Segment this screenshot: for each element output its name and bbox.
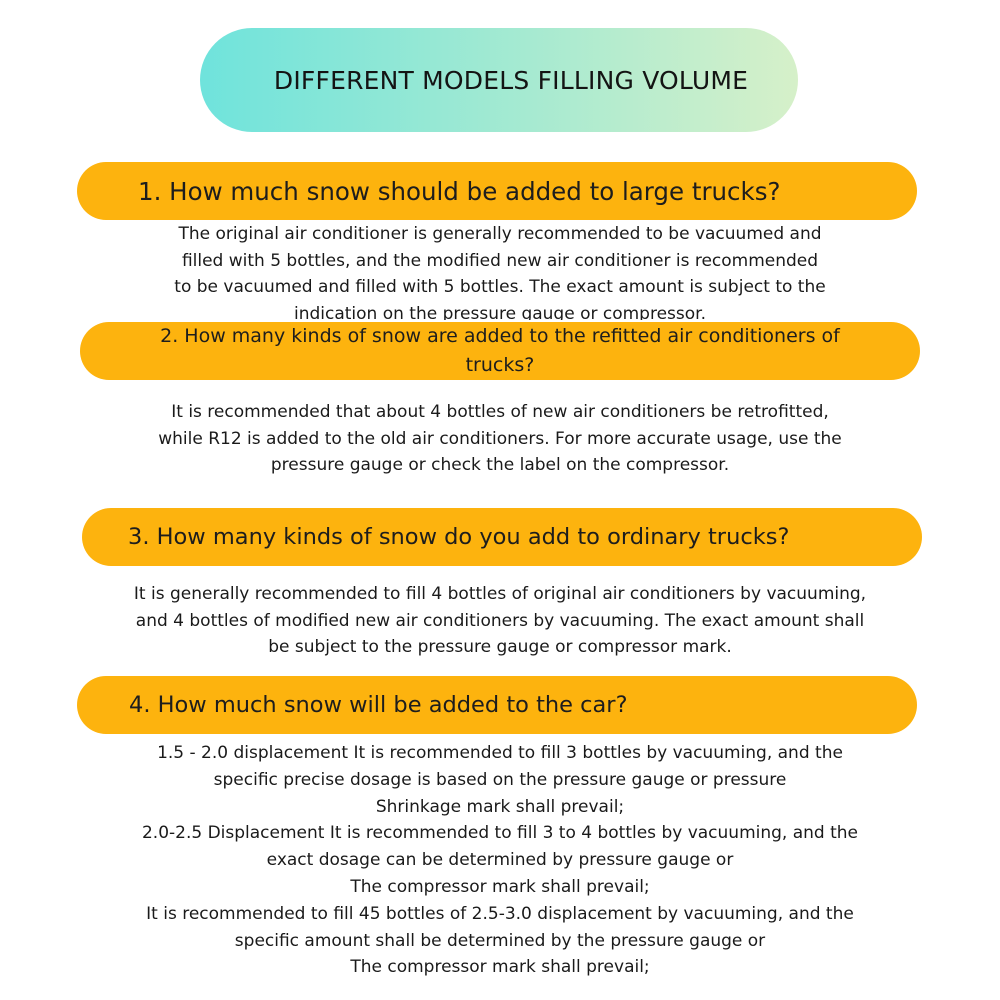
question-2-line-2: trucks?: [465, 354, 535, 376]
answer-4-line-5: exact dosage can be determined by pressu…: [266, 850, 734, 871]
answer-4-line-4: 2.0-2.5 Displacement It is recommended t…: [141, 823, 859, 844]
question-bar-3: 3. How many kinds of snow do you add to …: [82, 508, 922, 566]
question-2-line-1: 2. How many kinds of snow are added to t…: [160, 325, 840, 347]
answer-4-line-2: specific precise dosage is based on the …: [213, 769, 787, 790]
answer-4-line-3: Shrinkage mark shall prevail;: [375, 796, 625, 817]
page-title: DIFFERENT MODELS FILLING VOLUME: [273, 65, 749, 95]
answer-2-line-1: It is recommended that about 4 bottles o…: [171, 402, 829, 422]
answer-2-line-3: pressure gauge or check the label on the…: [270, 455, 730, 475]
answer-4: 1.5 - 2.0 displacement It is recommended…: [100, 740, 900, 981]
answer-3: It is generally recommended to fill 4 bo…: [100, 581, 900, 661]
question-2-text: 2. How many kinds of snow are added to t…: [160, 322, 840, 380]
answer-1-line-3: to be vacuumed and filled with 5 bottles…: [174, 277, 826, 297]
answer-1-line-4: indication on the pressure gauge or comp…: [293, 303, 706, 321]
question-bar-2: 2. How many kinds of snow are added to t…: [80, 322, 920, 380]
answer-3-line-3: be subject to the pressure gauge or comp…: [268, 637, 732, 657]
answer-1-line-2: filled with 5 bottles, and the modified …: [181, 250, 819, 271]
question-bar-4: 4. How much snow will be added to the ca…: [77, 676, 917, 734]
answer-2: It is recommended that about 4 bottles o…: [100, 399, 900, 479]
answer-1: The original air conditioner is generall…: [100, 221, 900, 320]
answer-4-line-6: The compressor mark shall prevail;: [350, 876, 650, 897]
answer-1-line-1: The original air conditioner is generall…: [178, 224, 822, 244]
answer-3-line-1: It is generally recommended to fill 4 bo…: [133, 584, 867, 604]
question-bar-1: 1. How much snow should be added to larg…: [77, 162, 917, 220]
answer-4-line-1: 1.5 - 2.0 displacement It is recommended…: [157, 743, 843, 763]
question-4-text: 4. How much snow will be added to the ca…: [129, 692, 628, 718]
question-1-text: 1. How much snow should be added to larg…: [138, 176, 781, 206]
answer-3-line-2: and 4 bottles of modified new air condit…: [135, 610, 865, 631]
question-3-text: 3. How many kinds of snow do you add to …: [128, 524, 790, 550]
answer-2-line-2: while R12 is added to the old air condit…: [158, 428, 842, 449]
answer-4-line-9: The compressor mark shall prevail;: [350, 957, 650, 978]
answer-4-line-8: specific amount shall be determined by t…: [234, 930, 766, 951]
title-banner: DIFFERENT MODELS FILLING VOLUME: [200, 28, 798, 132]
answer-4-line-7: It is recommended to fill 45 bottles of …: [146, 903, 854, 924]
